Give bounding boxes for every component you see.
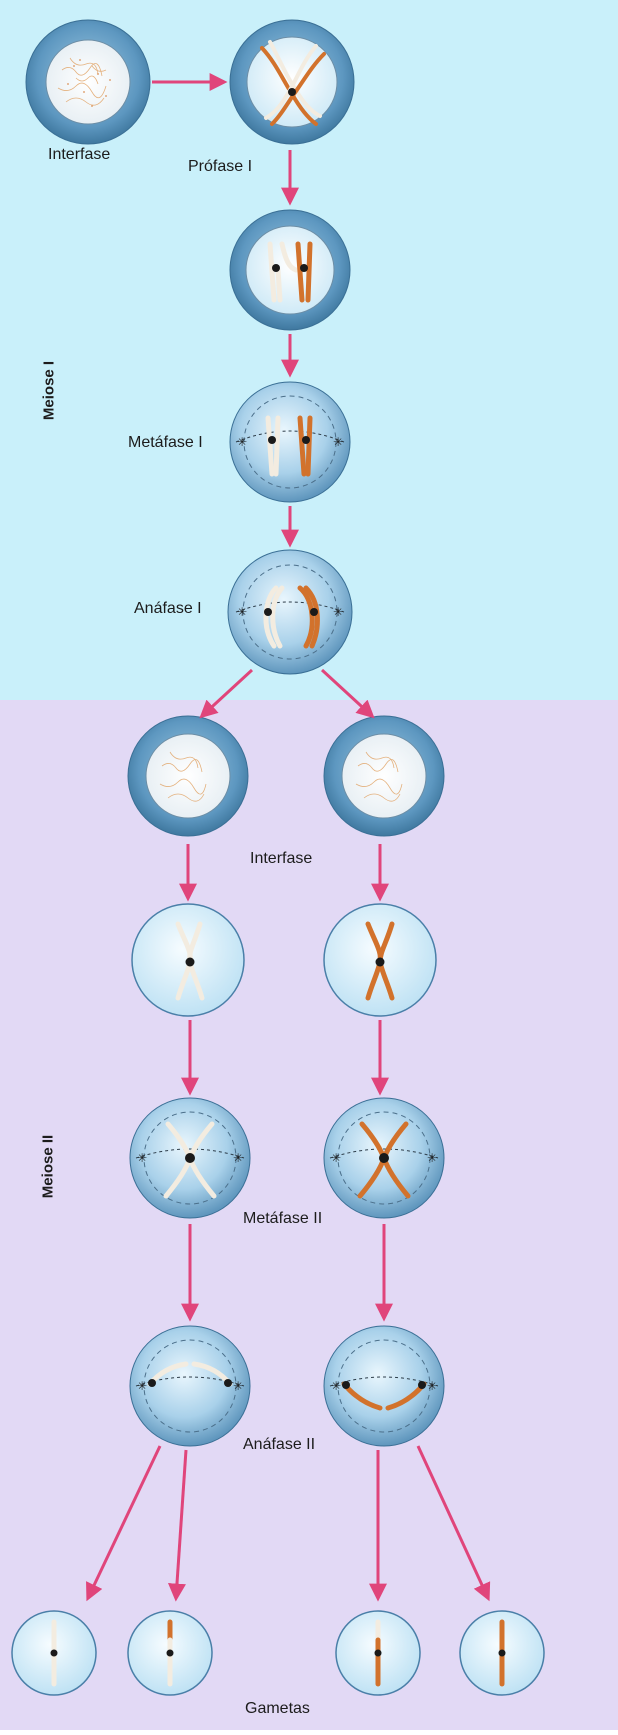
svg-text:✳: ✳: [427, 1151, 437, 1165]
label-metaphase-2: Metáfase II: [243, 1210, 322, 1228]
svg-text:✳: ✳: [237, 435, 247, 449]
svg-text:✳: ✳: [427, 1379, 437, 1393]
interphase-2-left-cell: [128, 716, 248, 836]
anaphase-1-cell: ✳ ✳: [228, 550, 352, 674]
section-label-meiosis-1: Meiose I: [41, 356, 58, 426]
prophase-2-left-cell: [132, 904, 244, 1016]
gamete-1: [12, 1611, 96, 1695]
label-interphase-2: Interfase: [250, 850, 312, 868]
svg-text:✳: ✳: [233, 1379, 243, 1393]
interphase-2-right-cell: [324, 716, 444, 836]
label-interphase-1: Interfase: [48, 146, 110, 164]
anaphase-2-right-cell: ✳ ✳: [324, 1326, 444, 1446]
label-prophase-1: Prófase I: [188, 158, 252, 176]
svg-text:✳: ✳: [137, 1379, 147, 1393]
svg-text:✳: ✳: [237, 605, 247, 619]
label-metaphase-1: Metáfase I: [128, 434, 203, 452]
svg-text:✳: ✳: [331, 1151, 341, 1165]
gamete-3: [336, 1611, 420, 1695]
svg-text:✳: ✳: [331, 1379, 341, 1393]
metaphase-2-right-cell: ✳ ✳: [324, 1098, 444, 1218]
svg-text:✳: ✳: [137, 1151, 147, 1165]
gamete-2: [128, 1611, 212, 1695]
prophase-1-cell: [230, 20, 354, 144]
label-anaphase-2: Anáfase II: [243, 1436, 315, 1454]
svg-text:✳: ✳: [333, 605, 343, 619]
interphase-cell: [26, 20, 150, 144]
metaphase-2-left-cell: ✳ ✳: [130, 1098, 250, 1218]
label-anaphase-1: Anáfase I: [134, 600, 202, 618]
svg-text:✳: ✳: [333, 435, 343, 449]
metaphase-1-cell: ✳ ✳: [230, 382, 350, 502]
prophase-1-condensed-cell: [230, 210, 350, 330]
anaphase-2-left-cell: ✳ ✳: [130, 1326, 250, 1446]
svg-text:✳: ✳: [233, 1151, 243, 1165]
prophase-2-right-cell: [324, 904, 436, 1016]
gamete-4: [460, 1611, 544, 1695]
section-label-meiosis-2: Meiose II: [40, 1129, 57, 1205]
label-gametes: Gametas: [245, 1700, 310, 1718]
